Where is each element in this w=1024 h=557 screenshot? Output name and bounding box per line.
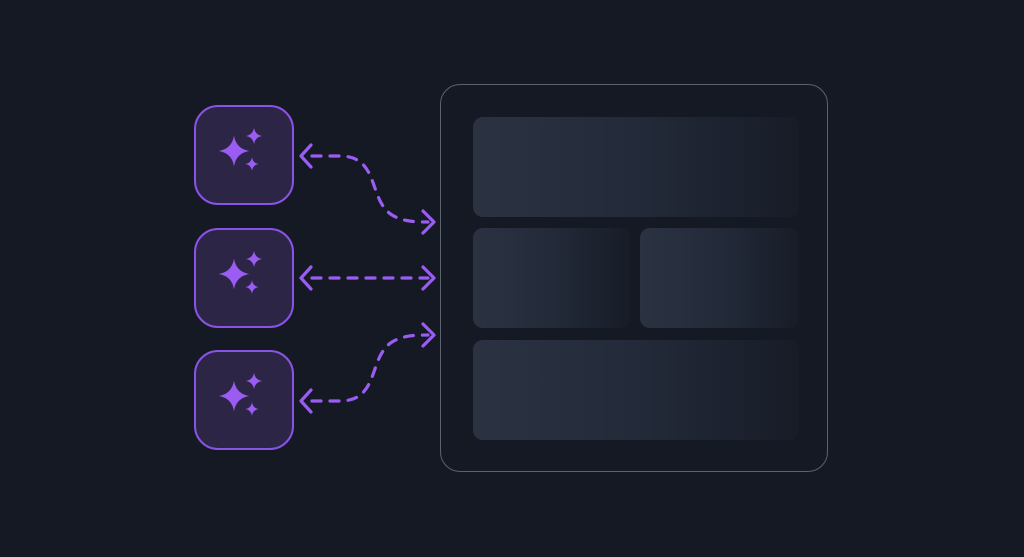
arrowhead-right <box>421 322 436 348</box>
ai-agent-tile-1 <box>194 105 294 205</box>
connector-top <box>299 143 436 235</box>
ai-agent-tile-3 <box>194 350 294 450</box>
arrowhead-left <box>299 143 313 169</box>
arrowhead-right <box>421 209 436 235</box>
layout-block-right-panel <box>640 228 799 328</box>
connector-middle <box>299 265 436 291</box>
layout-block-footer <box>473 340 799 440</box>
sparkles-icon <box>218 250 263 294</box>
arrowhead-right <box>421 265 436 291</box>
layout-block-header <box>473 117 799 217</box>
ai-agent-tile-2 <box>194 228 294 328</box>
layout-frame <box>440 84 828 472</box>
arrowhead-left <box>299 388 313 414</box>
sparkles-icon <box>218 127 263 171</box>
layout-block-left-panel <box>473 228 630 328</box>
connector-bottom <box>299 322 436 414</box>
arrowhead-left <box>299 265 313 291</box>
sparkles-icon <box>218 372 263 416</box>
